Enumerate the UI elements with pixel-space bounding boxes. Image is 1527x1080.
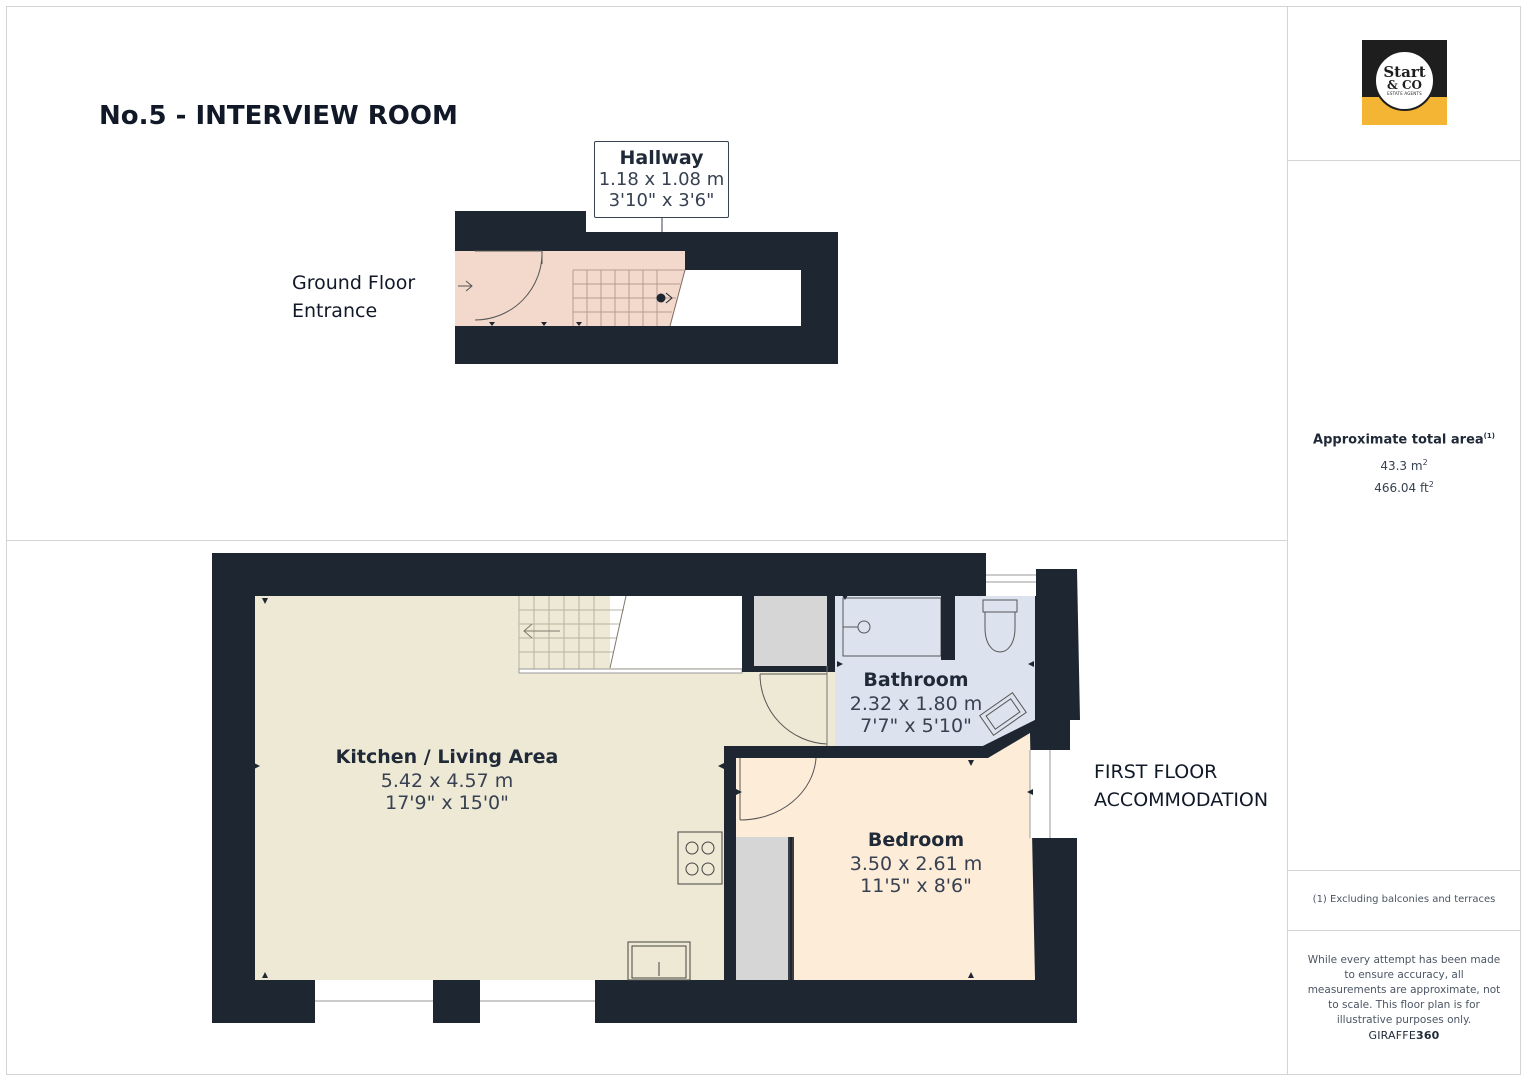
hallway-name: Hallway — [619, 147, 704, 169]
logo-badge: Start & CO ESTATE AGENTS — [1374, 50, 1435, 111]
sidebar-divider-1 — [1288, 160, 1520, 161]
area-title-sup: (1) — [1483, 432, 1495, 440]
area-ft2-value: 466.04 ft — [1374, 481, 1429, 495]
bathroom-imperial: 7'7" x 5'10" — [860, 715, 972, 737]
area-ft2-sup: 2 — [1428, 480, 1434, 489]
area-footnote: (1) Excluding balconies and terraces — [1312, 894, 1496, 905]
page-title: No.5 - INTERVIEW ROOM — [99, 101, 458, 131]
sidebar-divider-3 — [1288, 930, 1520, 931]
bedroom-metric: 3.50 x 2.61 m — [849, 853, 983, 875]
bathroom-label: Bathroom 2.32 x 1.80 m 7'7" x 5'10" — [836, 669, 996, 737]
bedroom-label: Bedroom 3.50 x 2.61 m 11'5" x 8'6" — [836, 829, 996, 897]
hallway-imperial: 3'10" x 3'6" — [608, 190, 715, 211]
floor-plan-drawing — [212, 211, 1080, 1023]
ground-floor-annotation-line1: Ground Floor — [292, 272, 416, 294]
kitchen-name: Kitchen / Living Area — [335, 746, 559, 768]
toilet — [984, 609, 1016, 653]
area-m2-value: 43.3 m — [1380, 459, 1423, 473]
bedroom-imperial: 11'5" x 8'6" — [860, 875, 972, 897]
agency-logo: Start & CO ESTATE AGENTS — [1362, 40, 1447, 125]
bathroom-name: Bathroom — [863, 669, 969, 691]
ground-floor-plan — [455, 211, 838, 364]
sidebar-divider-2 — [1288, 870, 1520, 871]
bedroom-floor — [736, 733, 1035, 980]
ground-floor-annotation-line2: Entrance — [292, 300, 378, 322]
hallway-metric: 1.18 x 1.08 m — [598, 169, 725, 190]
kitchen-imperial: 17'9" x 15'0" — [385, 792, 509, 814]
hallway-void-wall — [685, 251, 838, 270]
logo-text-start: Start — [1383, 62, 1426, 81]
bathroom-door-swing — [759, 673, 828, 745]
sidebar-divider — [1287, 6, 1288, 1075]
first-floor-plan — [212, 553, 1080, 1023]
bathroom-wall — [816, 720, 1035, 758]
hallway-label: Hallway 1.18 x 1.08 m 3'10" x 3'6" — [594, 141, 729, 218]
bathroom-metric: 2.32 x 1.80 m — [849, 693, 983, 715]
kitchen-sink — [627, 941, 691, 981]
area-title: Approximate total area(1) — [1288, 432, 1520, 447]
ground-floor-annotation: Ground Floor Entrance — [292, 269, 415, 325]
kitchen-stairs — [518, 595, 627, 672]
area-title-text: Approximate total area — [1313, 432, 1484, 448]
area-m2: 43.3 m2 — [1288, 458, 1520, 473]
first-floor-annotation-line1: FIRST FLOOR — [1094, 761, 1218, 783]
logo-text-co: & CO — [1386, 77, 1422, 92]
kitchen-metric: 5.42 x 4.57 m — [380, 770, 514, 792]
hallway-void — [685, 270, 801, 326]
giraffe360-brand: GIRAFFE360 — [1288, 1029, 1520, 1042]
bedroom-name: Bedroom — [867, 829, 965, 851]
logo-text-agents: ESTATE AGENTS — [1387, 90, 1422, 96]
area-m2-sup: 2 — [1422, 458, 1428, 467]
hallway-floor — [455, 251, 685, 326]
shower-tray — [842, 597, 942, 657]
brand-text-b: 360 — [1415, 1029, 1440, 1042]
wash-basin — [979, 692, 1027, 736]
kitchen-label: Kitchen / Living Area 5.42 x 4.57 m 17'9… — [322, 746, 572, 814]
area-ft2: 466.04 ft2 — [1288, 480, 1520, 495]
stairs-marker — [656, 293, 666, 303]
info-sidebar: Start & CO ESTATE AGENTS Approximate tot… — [1288, 6, 1520, 1075]
wardrobe-unit — [736, 837, 788, 980]
bedroom-door-swing — [739, 757, 817, 821]
brand-text-a: GIRAFFE — [1368, 1029, 1416, 1042]
internal-wall-3 — [724, 746, 736, 980]
internal-wall-2 — [827, 596, 835, 666]
disclaimer-text: While every attempt has been made to ens… — [1307, 954, 1501, 1026]
cupboard-unit — [754, 596, 827, 666]
first-floor-annotation-line2: ACCOMMODATION — [1094, 789, 1269, 811]
hob — [677, 831, 723, 885]
internal-wall-1 — [742, 596, 754, 672]
first-floor-annotation: FIRST FLOOR ACCOMMODATION — [1094, 758, 1268, 814]
entrance-arrow — [458, 280, 473, 292]
kitchen-stair-void — [610, 596, 742, 668]
floor-divider — [6, 540, 1287, 541]
